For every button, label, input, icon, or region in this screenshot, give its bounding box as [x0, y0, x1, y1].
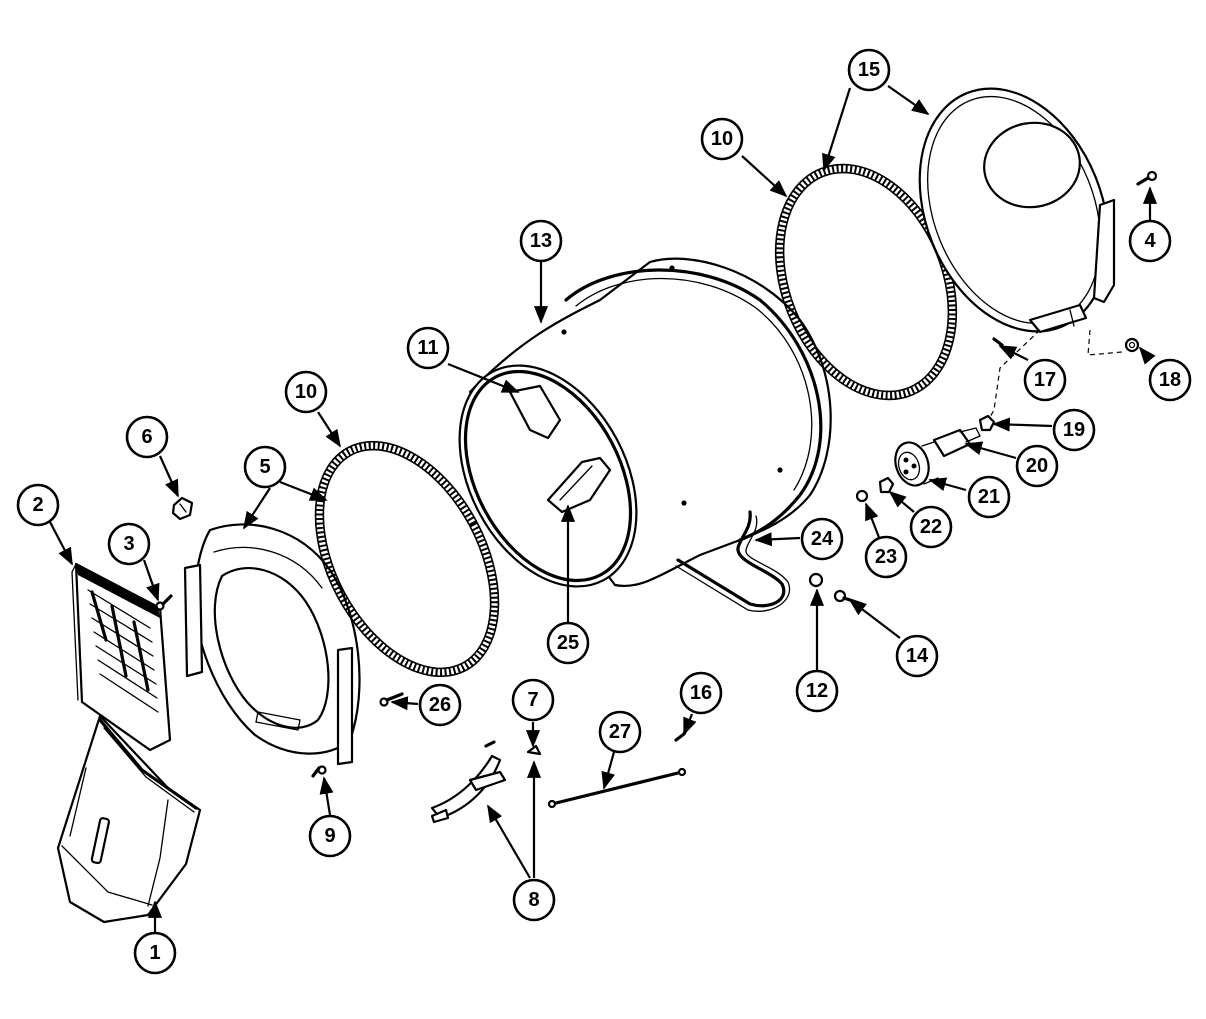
callout-4: 4 [1128, 219, 1172, 263]
part-18-washer [1124, 337, 1140, 353]
svg-text:3: 3 [123, 533, 134, 555]
callout-2: 2 [16, 483, 60, 527]
svg-text:26: 26 [429, 694, 451, 716]
part-17-screw [992, 337, 1004, 347]
part-5-front-bulkhead [183, 523, 361, 766]
svg-text:18: 18 [1159, 369, 1181, 391]
svg-text:23: 23 [875, 546, 897, 568]
callout-6: 6 [125, 415, 169, 459]
callout-7: 7 [511, 678, 555, 722]
callout-13: 13 [519, 219, 563, 263]
part-14-bolt [833, 589, 864, 606]
callout-20: 20 [1015, 444, 1059, 488]
callout-1: 1 [133, 931, 177, 975]
part-3-screw [155, 594, 173, 611]
callout-9: 9 [308, 814, 352, 858]
svg-text:4: 4 [1144, 230, 1156, 252]
callout-12: 12 [795, 669, 839, 713]
callout-16: 16 [679, 671, 723, 715]
svg-text:13: 13 [530, 230, 552, 252]
part-21-roller [894, 441, 939, 487]
part-24-drive-belt [675, 510, 791, 612]
svg-text:15: 15 [858, 59, 880, 81]
part-2-control-panel [71, 562, 172, 752]
svg-text:7: 7 [527, 689, 538, 711]
svg-text:22: 22 [920, 516, 942, 538]
part-15-rear-bulkhead [918, 87, 1116, 334]
svg-text:21: 21 [978, 486, 1000, 508]
part-26-screw [379, 692, 404, 707]
svg-text:5: 5 [259, 456, 270, 478]
part-9-screw [311, 765, 327, 778]
svg-text:2: 2 [32, 494, 43, 516]
part-19-nut [978, 414, 996, 432]
part-8-glides [430, 740, 507, 824]
part-27-rod [547, 767, 687, 809]
svg-text:9: 9 [324, 825, 335, 847]
callout-23: 23 [864, 535, 908, 579]
part-10-front-seal [314, 440, 500, 678]
callout-15: 15 [847, 48, 891, 92]
callout-25: 25 [546, 621, 590, 665]
callout-10-rear: 10 [700, 117, 744, 161]
part-7-clip [526, 744, 542, 756]
callout-3: 3 [107, 522, 151, 566]
leader-lines [49, 85, 1158, 932]
svg-text:19: 19 [1063, 419, 1085, 441]
callout-24: 24 [800, 517, 844, 561]
svg-text:12: 12 [806, 680, 828, 702]
callout-8: 8 [512, 878, 556, 922]
svg-text:10: 10 [295, 381, 317, 403]
part-23-washer [855, 489, 869, 503]
part-13-drum [458, 257, 832, 588]
callout-19: 19 [1052, 408, 1096, 452]
svg-text:27: 27 [609, 721, 631, 743]
callout-17: 17 [1023, 358, 1067, 402]
part-6-nut [171, 496, 194, 521]
svg-text:17: 17 [1034, 369, 1056, 391]
callout-11: 11 [406, 326, 450, 370]
part-4-screw [1136, 170, 1158, 186]
part-1-front-panel [56, 714, 202, 924]
svg-text:14: 14 [906, 645, 929, 667]
callout-5: 5 [243, 445, 287, 489]
svg-text:25: 25 [557, 632, 579, 654]
callout-26: 26 [418, 683, 462, 727]
svg-text:11: 11 [417, 337, 438, 359]
svg-text:24: 24 [811, 528, 834, 550]
svg-text:6: 6 [141, 426, 152, 448]
part-22-nut [878, 476, 895, 494]
part-20-shaft [932, 427, 981, 458]
svg-text:8: 8 [528, 889, 539, 911]
svg-text:10: 10 [711, 128, 733, 150]
callout-27: 27 [598, 710, 642, 754]
callout-10-front: 10 [284, 370, 328, 414]
callout-14: 14 [895, 634, 939, 678]
callout-18: 18 [1148, 358, 1192, 402]
callout-21: 21 [967, 475, 1011, 519]
svg-text:20: 20 [1026, 455, 1048, 477]
svg-text:1: 1 [149, 942, 160, 964]
svg-text:16: 16 [690, 682, 712, 704]
part-12-cap [808, 572, 824, 588]
callout-22: 22 [909, 505, 953, 549]
alignment-lines [983, 329, 1123, 429]
